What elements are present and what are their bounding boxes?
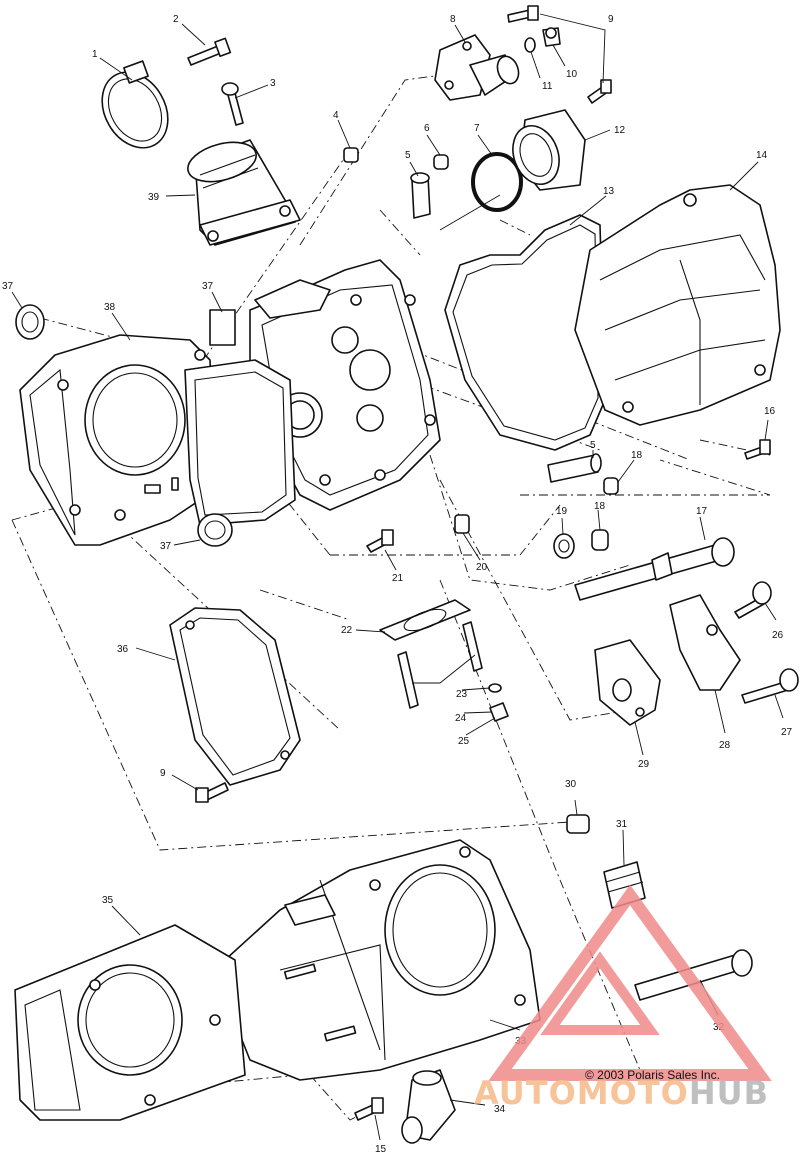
bolt-15-lower <box>354 1097 384 1121</box>
cylinder-block <box>224 839 541 1081</box>
callout-11: 11 <box>542 81 553 92</box>
callout-3: 3 <box>270 78 276 89</box>
watermark-text: AUTOMOTOHUB <box>474 1074 769 1112</box>
callout-17: 17 <box>696 506 708 517</box>
callout-31: 31 <box>616 819 628 830</box>
callout-22: 22 <box>341 625 353 636</box>
washer-11 <box>524 37 536 53</box>
thermostat-housing <box>512 109 586 191</box>
callout-10: 10 <box>566 69 578 80</box>
callout-1: 1 <box>92 49 98 60</box>
washer-19 <box>553 533 575 559</box>
callout-28: 28 <box>719 740 731 751</box>
watermark-text-part2: HUB <box>688 1074 770 1112</box>
callout-34: 34 <box>494 1104 506 1115</box>
callout-39: 39 <box>148 192 160 203</box>
valve-guide-5-right <box>547 453 602 483</box>
head-gasket-left <box>19 334 216 546</box>
callout-25: 25 <box>458 736 470 747</box>
callout-29: 29 <box>638 759 650 770</box>
callout-20: 20 <box>476 562 488 573</box>
callout-6: 6 <box>424 123 430 134</box>
callout-18: 18 <box>631 450 643 461</box>
o-ring-7 <box>471 152 523 212</box>
leader-lines <box>11 13 784 1141</box>
callout-4: 4 <box>333 110 339 121</box>
watermark-text-part1: AUTOMOTO <box>474 1074 689 1112</box>
callout-37-lower: 37 <box>160 541 172 552</box>
bolt-9-top <box>507 5 539 23</box>
dowel-30 <box>566 814 590 834</box>
callout-2: 2 <box>173 14 179 25</box>
callout-16: 16 <box>764 406 776 417</box>
valve-seal-6 <box>433 154 449 170</box>
bolt-21 <box>366 529 394 553</box>
callout-5: 5 <box>405 150 411 161</box>
bracket-28 <box>669 594 741 691</box>
exhaust-gasket <box>379 599 471 641</box>
bolt-15-right <box>744 439 771 460</box>
dowel-20 <box>454 514 470 534</box>
water-outlet-elbow <box>434 34 520 101</box>
dowel-pin-4 <box>343 147 359 163</box>
callout-26: 26 <box>772 630 784 641</box>
callout-38: 38 <box>104 302 116 313</box>
callout-labels: 1 2 3 4 5 6 7 8 9 10 11 12 13 14 16 5 18… <box>2 14 793 1152</box>
valve-seal-18b <box>591 529 609 551</box>
callout-30: 30 <box>565 779 577 790</box>
copyright-notice: © 2003 Polaris Sales Inc. <box>585 1068 720 1082</box>
callout-35: 35 <box>102 895 114 906</box>
callout-37-top: 37 <box>202 281 214 292</box>
gasket-36 <box>169 607 301 786</box>
callout-7: 7 <box>474 123 480 134</box>
callout-21: 21 <box>392 573 404 584</box>
bracket-29 <box>594 639 661 726</box>
bolt-26 <box>734 581 772 619</box>
callout-15: 15 <box>375 1144 387 1152</box>
bolt-27 <box>741 668 799 704</box>
nut-25 <box>489 702 509 722</box>
exhaust-stud-left <box>397 651 419 709</box>
callout-24: 24 <box>455 713 467 724</box>
callout-27: 27 <box>781 727 793 738</box>
callout-13: 13 <box>603 186 615 197</box>
callout-9-top: 9 <box>608 14 614 25</box>
water-elbow-34 <box>401 1069 456 1144</box>
callout-8: 8 <box>450 14 456 25</box>
callout-36: 36 <box>117 644 129 655</box>
head-gasket-inner <box>184 359 296 526</box>
callout-12: 12 <box>614 125 626 136</box>
valve-cover <box>574 184 781 426</box>
bolt-9-lower <box>195 782 229 803</box>
callout-5-right: 5 <box>590 440 596 451</box>
bolt-3 <box>221 82 244 126</box>
seal-37-lower <box>197 513 233 547</box>
bolt-2 <box>187 37 232 66</box>
callout-37-left: 37 <box>2 281 14 292</box>
valve-seal-18 <box>603 477 619 495</box>
sensor-10 <box>542 27 561 47</box>
bolt-9-right <box>587 79 612 104</box>
base-gasket <box>14 924 246 1121</box>
head-bolt-17 <box>574 537 735 601</box>
callout-19: 19 <box>556 506 568 517</box>
hose-clamp <box>101 60 169 149</box>
valve-guide-5 <box>410 172 431 219</box>
callout-9-lower: 9 <box>160 768 166 779</box>
watermark-logo-mark <box>488 884 772 1081</box>
lock-washer-24 <box>488 683 502 693</box>
seal-37-left <box>15 304 45 340</box>
intake-boot <box>187 139 301 246</box>
callout-23: 23 <box>456 689 468 700</box>
exhaust-stud-right <box>462 621 483 672</box>
callout-18-lower: 18 <box>594 501 606 512</box>
callout-14: 14 <box>756 150 768 161</box>
